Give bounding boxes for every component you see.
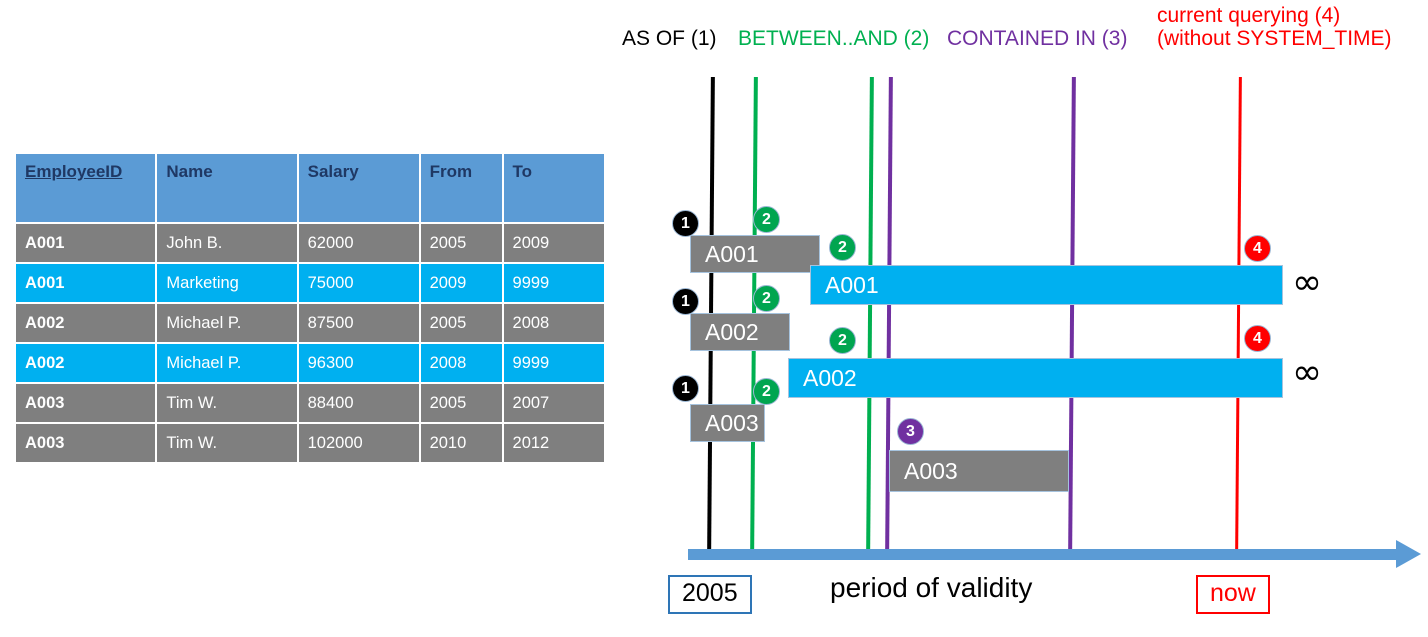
bar-a001-current: A001 xyxy=(810,265,1283,305)
cell-from: 2008 xyxy=(420,344,502,382)
badge-as-of-3: 1 xyxy=(672,375,699,402)
cell-name: Tim W. xyxy=(157,424,297,462)
cell-employeeid: A003 xyxy=(16,424,156,462)
column-header-to: To xyxy=(503,154,604,222)
cell-employeeid: A001 xyxy=(16,224,156,262)
cell-to: 2012 xyxy=(503,424,604,462)
bar-a002-historical: A002 xyxy=(690,313,790,351)
cell-salary: 87500 xyxy=(298,304,419,342)
column-header-salary: Salary xyxy=(298,154,419,222)
cell-employeeid: A001 xyxy=(16,264,156,302)
table-row: A001 John B. 62000 2005 2009 xyxy=(16,224,604,262)
axis-end-label: now xyxy=(1196,575,1270,614)
badge-as-of-1: 1 xyxy=(672,210,699,237)
cell-salary: 88400 xyxy=(298,384,419,422)
badge-current-1: 4 xyxy=(1244,235,1271,262)
badge-between-1: 2 xyxy=(753,206,780,233)
guideline-contained-end xyxy=(1068,77,1076,555)
cell-name: Michael P. xyxy=(157,304,297,342)
cell-employeeid: A002 xyxy=(16,344,156,382)
cell-from: 2009 xyxy=(420,264,502,302)
cell-to: 9999 xyxy=(503,264,604,302)
guideline-now xyxy=(1235,77,1242,555)
cell-name: John B. xyxy=(157,224,297,262)
badge-between-2: 2 xyxy=(829,234,856,261)
cell-salary: 96300 xyxy=(298,344,419,382)
cell-name: Marketing xyxy=(157,264,297,302)
column-header-from: From xyxy=(420,154,502,222)
cell-name: Tim W. xyxy=(157,384,297,422)
timeline-arrow-icon xyxy=(1396,540,1421,568)
infinity-icon-a002: ∞ xyxy=(1292,352,1322,393)
guideline-between-end xyxy=(866,77,874,555)
cell-to: 2009 xyxy=(503,224,604,262)
infinity-icon-a001: ∞ xyxy=(1292,262,1322,303)
badge-between-5: 2 xyxy=(753,378,780,405)
table-row: A003 Tim W. 88400 2005 2007 xyxy=(16,384,604,422)
badge-contained-1: 3 xyxy=(897,418,924,445)
legend-current-querying: current querying (4) (without SYSTEM_TIM… xyxy=(1157,4,1392,50)
cell-employeeid: A002 xyxy=(16,304,156,342)
cell-from: 2010 xyxy=(420,424,502,462)
legend-between-and: BETWEEN..AND (2) xyxy=(738,27,930,50)
cell-from: 2005 xyxy=(420,304,502,342)
axis-title: period of validity xyxy=(830,572,1033,603)
legend-current-line1: current querying (4) xyxy=(1157,4,1341,27)
bar-a001-historical: A001 xyxy=(690,235,820,273)
table-header-row: EmployeeID Name Salary From To xyxy=(16,154,604,222)
cell-from: 2005 xyxy=(420,224,502,262)
table-row: A001 Marketing 75000 2009 9999 xyxy=(16,264,604,302)
axis-start-label: 2005 xyxy=(668,575,752,614)
legend-current-line2: (without SYSTEM_TIME) xyxy=(1157,26,1392,50)
legend-as-of: AS OF (1) xyxy=(622,27,717,50)
cell-name: Michael P. xyxy=(157,344,297,382)
cell-from: 2005 xyxy=(420,384,502,422)
cell-to: 2008 xyxy=(503,304,604,342)
employee-table: EmployeeID Name Salary From To A001 John… xyxy=(14,152,606,464)
cell-to: 9999 xyxy=(503,344,604,382)
cell-salary: 75000 xyxy=(298,264,419,302)
timeline-axis xyxy=(688,549,1402,560)
column-header-employeeid: EmployeeID xyxy=(16,154,156,222)
badge-current-2: 4 xyxy=(1244,325,1271,352)
cell-salary: 102000 xyxy=(298,424,419,462)
legend-contained-in: CONTAINED IN (3) xyxy=(947,27,1128,50)
cell-to: 2007 xyxy=(503,384,604,422)
cell-salary: 62000 xyxy=(298,224,419,262)
timeline-diagram: AS OF (1) BETWEEN..AND (2) CONTAINED IN … xyxy=(610,0,1428,637)
badge-between-4: 2 xyxy=(829,327,856,354)
cell-employeeid: A003 xyxy=(16,384,156,422)
bar-a002-current: A002 xyxy=(788,358,1283,398)
table-row: A003 Tim W. 102000 2010 2012 xyxy=(16,424,604,462)
table-row: A002 Michael P. 87500 2005 2008 xyxy=(16,304,604,342)
bar-a003-historical: A003 xyxy=(690,404,765,442)
column-header-name: Name xyxy=(157,154,297,222)
bar-a003-later: A003 xyxy=(889,450,1069,492)
badge-between-3: 2 xyxy=(753,285,780,312)
badge-as-of-2: 1 xyxy=(672,288,699,315)
table-row: A002 Michael P. 96300 2008 9999 xyxy=(16,344,604,382)
